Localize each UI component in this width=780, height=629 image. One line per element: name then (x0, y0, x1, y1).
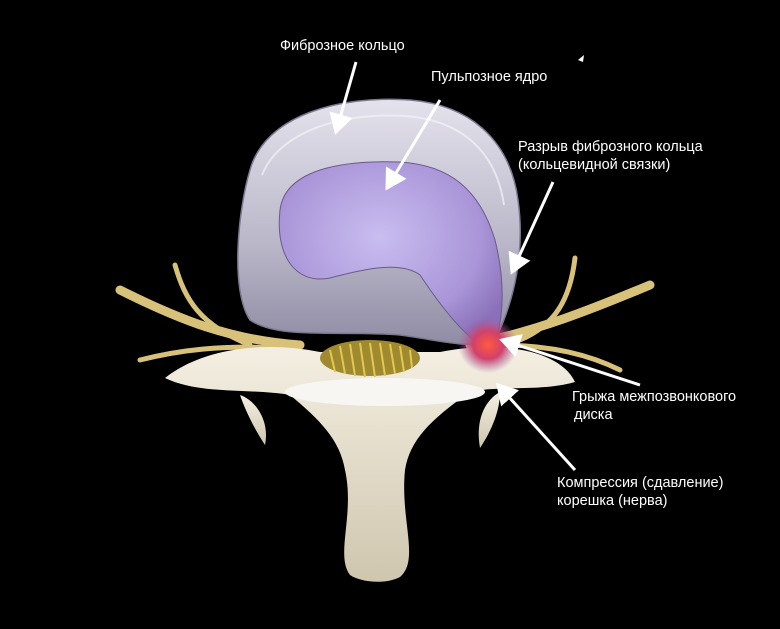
herniation (458, 317, 518, 373)
label-hernia-line1: Грыжа межпозвонкового (572, 389, 737, 405)
arrow-nucleus (385, 99, 442, 191)
arrow-annulus (329, 61, 358, 135)
label-compression-line1: Компрессия (сдавление) (557, 475, 724, 491)
label-rupture: Разрыв фиброзного кольца (кольцевидной с… (518, 138, 703, 174)
arrow-compression (495, 382, 577, 472)
label-compression: Компрессия (сдавление) корешка (нерва) (557, 474, 723, 510)
label-compression-line2: корешка (нерва) (557, 493, 668, 509)
label-annulus: Фиброзное кольцо (280, 38, 405, 54)
label-rupture-line1: Разрыв фиброзного кольца (518, 139, 703, 155)
cauda-fibers (329, 342, 413, 378)
label-hernia: Грыжа межпозвонкового диска (572, 388, 736, 424)
vertebra (165, 347, 575, 582)
arrow-hernia (499, 334, 641, 387)
small-mark-icon (578, 55, 584, 62)
label-hernia-line2: диска (574, 407, 613, 423)
label-rupture-line2: (кольцевидной связки) (518, 157, 671, 173)
label-nucleus: Пульпозное ядро (431, 69, 548, 85)
pointer-arrows (329, 61, 641, 472)
spinal-canal (320, 340, 420, 376)
arrow-rupture (508, 181, 555, 275)
